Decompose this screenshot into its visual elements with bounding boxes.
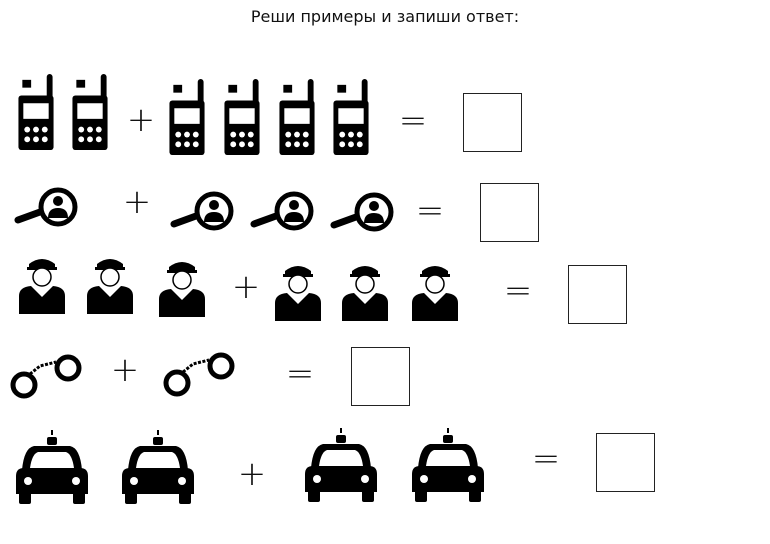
magnifier-person-icon [170,190,236,232]
police-officer-icon [17,254,67,314]
plus-sign: + [126,100,156,140]
plus-sign: + [237,454,267,494]
police-officer-icon [410,260,460,322]
magnifier-person-icon [250,190,316,232]
answer-box[interactable] [568,265,627,324]
walkie-talkie-icon [222,79,262,157]
answer-box[interactable] [351,347,410,406]
police-car-icon [120,430,196,504]
walkie-talkie-icon [70,74,110,152]
police-car-icon [303,428,379,502]
handcuffs-icon [163,352,237,398]
walkie-talkie-icon [167,79,207,157]
equals-sign: = [503,271,533,311]
equals-sign: = [415,191,445,231]
answer-box[interactable] [463,93,522,152]
handcuffs-icon [10,354,84,400]
walkie-talkie-icon [16,74,56,152]
plus-sign: + [122,182,152,222]
equals-sign: = [285,354,315,394]
magnifier-person-icon [330,191,396,233]
walkie-talkie-icon [277,79,317,157]
police-officer-icon [340,260,390,322]
magnifier-person-icon [14,186,80,228]
worksheet-title: Реши примеры и запиши ответ: [250,7,520,26]
walkie-talkie-icon [331,79,371,157]
police-officer-icon [157,257,207,317]
police-officer-icon [85,254,135,314]
plus-sign: + [110,350,140,390]
equals-sign: = [398,101,428,141]
police-car-icon [410,428,486,502]
plus-sign: + [231,267,261,307]
police-car-icon [14,430,90,504]
answer-box[interactable] [480,183,539,242]
police-officer-icon [273,260,323,322]
answer-box[interactable] [596,433,655,492]
equals-sign: = [531,439,561,479]
